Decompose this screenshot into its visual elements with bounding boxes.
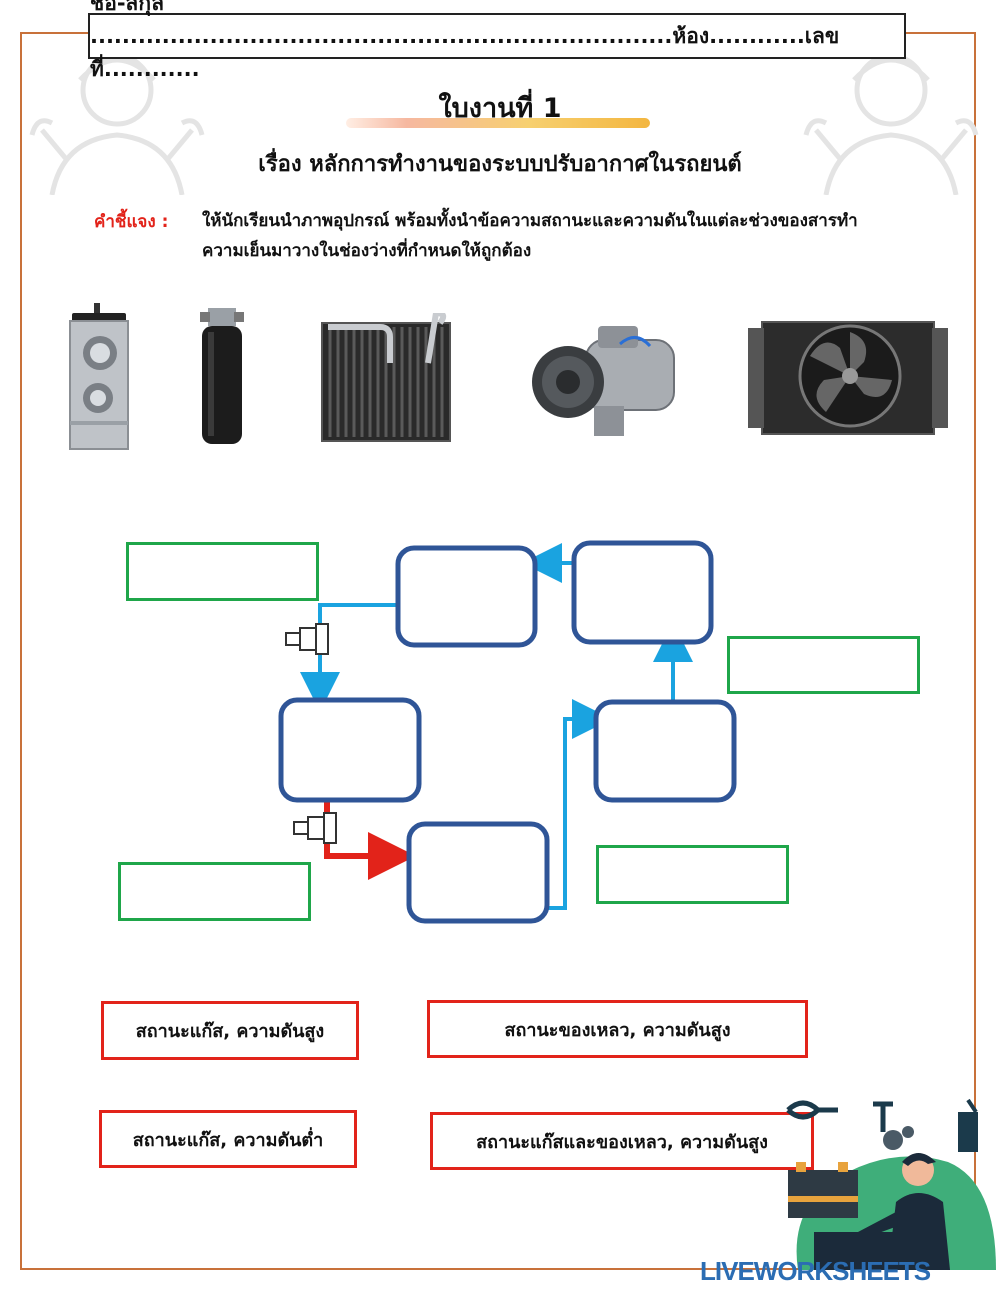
name-line: ชื่อ-สกุล ..............................… <box>90 0 840 81</box>
instructions-line-2: ความเย็นมาวางในช่องว่างที่กำหนดให้ถูกต้อ… <box>202 241 532 261</box>
label-card-mixed-high[interactable]: สถานะแก๊สและของเหลว, ความดันสูง <box>430 1112 814 1170</box>
answer-box-right[interactable] <box>727 636 920 694</box>
page-subtitle: เรื่อง หลักการทำงานของระบบปรับอากาศในรถย… <box>258 152 742 177</box>
service-valve-icon <box>285 623 337 844</box>
title-underline-brush <box>346 118 650 128</box>
compressor-icon[interactable] <box>528 320 678 442</box>
label-card-text: สถานะแก๊สและของเหลว, ความดันสูง <box>476 1131 768 1153</box>
liveworksheets-watermark: LIVEWORKSHEETS <box>700 1256 931 1286</box>
label-card-text: สถานะของเหลว, ความดันสูง <box>504 1020 731 1041</box>
label-card-gas-high[interactable]: สถานะแก๊ส, ความดันสูง <box>101 1001 359 1060</box>
answer-box-bottom-left[interactable] <box>118 862 311 921</box>
expansion-valve-icon[interactable] <box>64 303 134 451</box>
evaporator-icon[interactable] <box>320 313 452 443</box>
label-card-text: สถานะแก๊ส, ความดันต่ำ <box>132 1130 324 1151</box>
answer-box-top-left[interactable] <box>126 542 319 601</box>
drop-box-bottom <box>406 821 550 924</box>
label-card-liquid-high[interactable]: สถานะของเหลว, ความดันสูง <box>427 1000 808 1058</box>
instructions-line-1: ให้นักเรียนนำภาพอุปกรณ์ พร้อมทั้งนำข้อคว… <box>202 211 858 231</box>
instructions-text: ให้นักเรียนนำภาพอุปกรณ์ พร้อมทั้งนำข้อคว… <box>202 206 942 266</box>
drop-box-top-center <box>395 545 538 648</box>
drop-box-top-right <box>571 540 714 645</box>
answer-box-bottom-right[interactable] <box>596 845 789 904</box>
line-bottom-to-right <box>548 699 612 910</box>
mechanic-illustration-icon <box>786 1098 996 1270</box>
label-card-gas-low[interactable]: สถานะแก๊ส, ความดันต่ำ <box>99 1110 357 1168</box>
mechanic-right-icon <box>803 53 979 195</box>
instructions-label: คำชี้แจง : <box>94 212 169 232</box>
condenser-icon[interactable] <box>740 318 956 440</box>
label-card-text: สถานะแก๊ส, ความดันสูง <box>135 1021 325 1042</box>
name-field-bar: ชื่อ-สกุล ..............................… <box>88 0 906 81</box>
line-top-to-left <box>300 603 398 712</box>
drop-box-mid-left <box>278 697 422 803</box>
receiver-drier-icon[interactable] <box>196 308 248 450</box>
drop-box-mid-right <box>593 699 737 803</box>
